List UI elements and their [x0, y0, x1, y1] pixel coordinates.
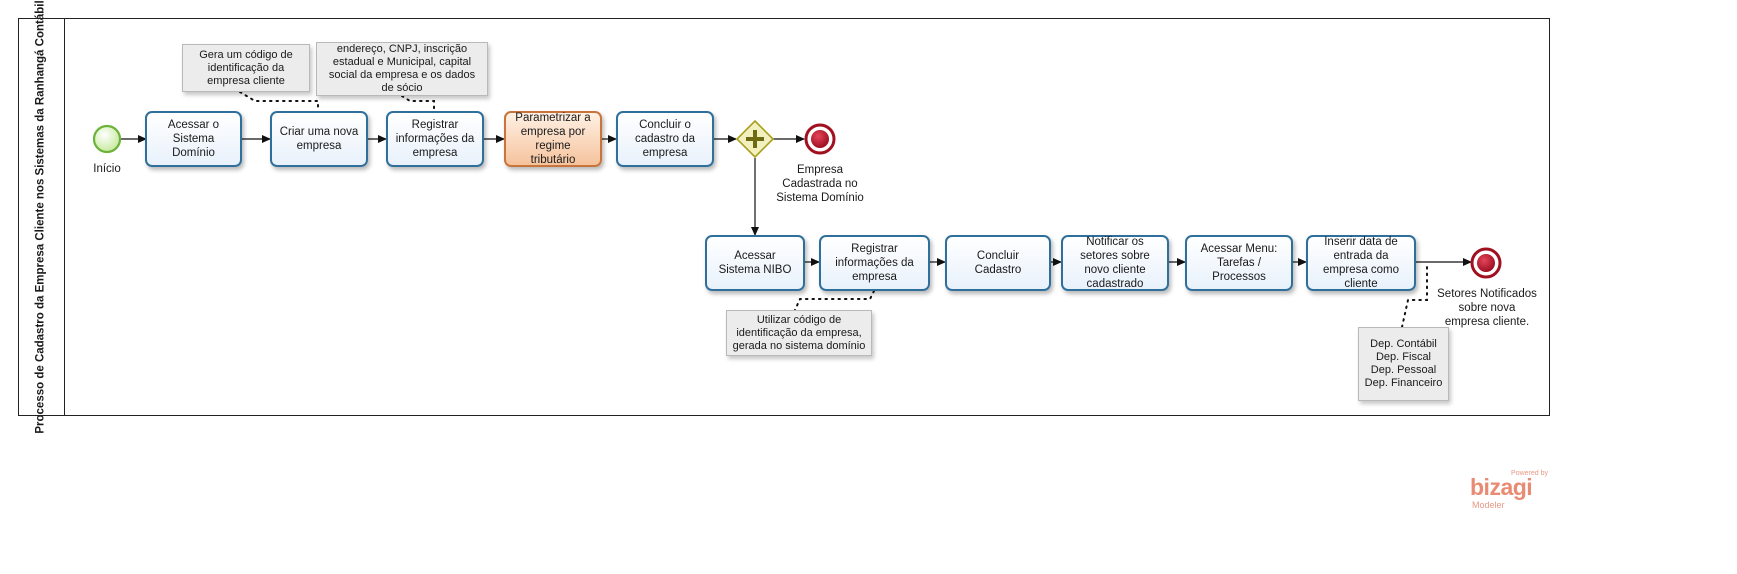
bizagi-logo: bizagi — [1470, 474, 1533, 500]
association-n1-t2 — [239, 91, 319, 112]
association-n2-t3 — [401, 95, 435, 112]
task-label: Inserir data de entrada da empresa como … — [1322, 236, 1400, 290]
task-label: Registrar informações da empresa — [395, 119, 475, 159]
annotation-text: Dep. Contábil Dep. Fiscal Dep. Pessoal D… — [1364, 338, 1443, 389]
task-label: Parametrizar a empresa por regime tribut… — [515, 112, 591, 166]
annotation-utilizar-codigo: Utilizar código de identificação da empr… — [726, 310, 872, 356]
end-event-label-2: Setores Notificados sobre nova empresa c… — [1437, 288, 1537, 328]
pool-border — [18, 18, 1550, 416]
task-label: Criar uma nova empresa — [279, 126, 359, 152]
association-n4-end2 — [1401, 263, 1428, 328]
task-label: Concluir o cadastro da empresa — [634, 119, 696, 159]
task-notificar-setores[interactable]: Notificar os setores sobre novo cliente … — [1061, 235, 1169, 291]
task-label: Notificar os setores sobre novo cliente … — [1080, 236, 1150, 290]
brand-product: Modeler — [1472, 500, 1505, 510]
annotation-text: Utilizar código de identificação da empr… — [732, 313, 866, 352]
task-concluir-cadastro-empresa[interactable]: Concluir o cadastro da empresa — [616, 111, 714, 167]
end-event-empresa-cadastrada[interactable] — [804, 123, 836, 155]
annotation-codigo-identificacao: Gera um código de identificação da empre… — [182, 44, 310, 92]
annotation-text: Gera um código de identificação da empre… — [199, 48, 293, 87]
annotation-dados-empresa: endereço, CNPJ, inscrição estadual e Mun… — [316, 42, 488, 96]
task-acessar-menu-tarefas-processos[interactable]: Acessar Menu: Tarefas / Processos — [1185, 235, 1293, 291]
bizagi-branding: Powered by bizagi Modeler — [1470, 470, 1550, 510]
pool-title: Processo de Cadastro da Empresa Cliente … — [18, 0, 64, 433]
start-event-label: Início — [93, 163, 121, 175]
task-concluir-cadastro[interactable]: Concluir Cadastro — [945, 235, 1051, 291]
task-label: Registrar informações da empresa — [835, 243, 914, 283]
task-label: Acessar o Sistema Domínio — [167, 119, 220, 159]
task-acessar-sistema-nibo[interactable]: Acessar Sistema NIBO — [705, 235, 805, 291]
task-acessar-sistema-dominio[interactable]: Acessar o Sistema Domínio — [145, 111, 242, 167]
start-event[interactable] — [92, 124, 122, 154]
task-registrar-informacoes-empresa[interactable]: Registrar informações da empresa — [386, 111, 484, 167]
task-criar-nova-empresa[interactable]: Criar uma nova empresa — [270, 111, 368, 167]
pool-title-text: Processo de Cadastro da Empresa Cliente … — [35, 0, 48, 434]
task-parametrizar-regime-tributario[interactable]: Parametrizar a empresa por regime tribut… — [504, 111, 602, 167]
annotation-departamentos: Dep. Contábil Dep. Fiscal Dep. Pessoal D… — [1358, 327, 1449, 401]
end-event-setores-notificados[interactable] — [1470, 247, 1502, 279]
end-event-label-1: Empresa Cadastrada no Sistema Domínio — [776, 164, 864, 204]
task-registrar-informacoes-empresa-nibo[interactable]: Registrar informações da empresa — [819, 235, 930, 291]
task-label: Acessar Sistema NIBO — [718, 250, 792, 276]
brand-powered-by: Powered by — [1511, 470, 1548, 477]
parallel-gateway[interactable] — [735, 119, 775, 159]
task-label: Concluir Cadastro — [974, 250, 1022, 276]
association-n3-t7 — [794, 290, 875, 311]
annotation-text: endereço, CNPJ, inscrição estadual e Mun… — [328, 43, 476, 94]
task-label: Acessar Menu: Tarefas / Processos — [1200, 243, 1278, 283]
task-inserir-data-entrada[interactable]: Inserir data de entrada da empresa como … — [1306, 235, 1416, 291]
